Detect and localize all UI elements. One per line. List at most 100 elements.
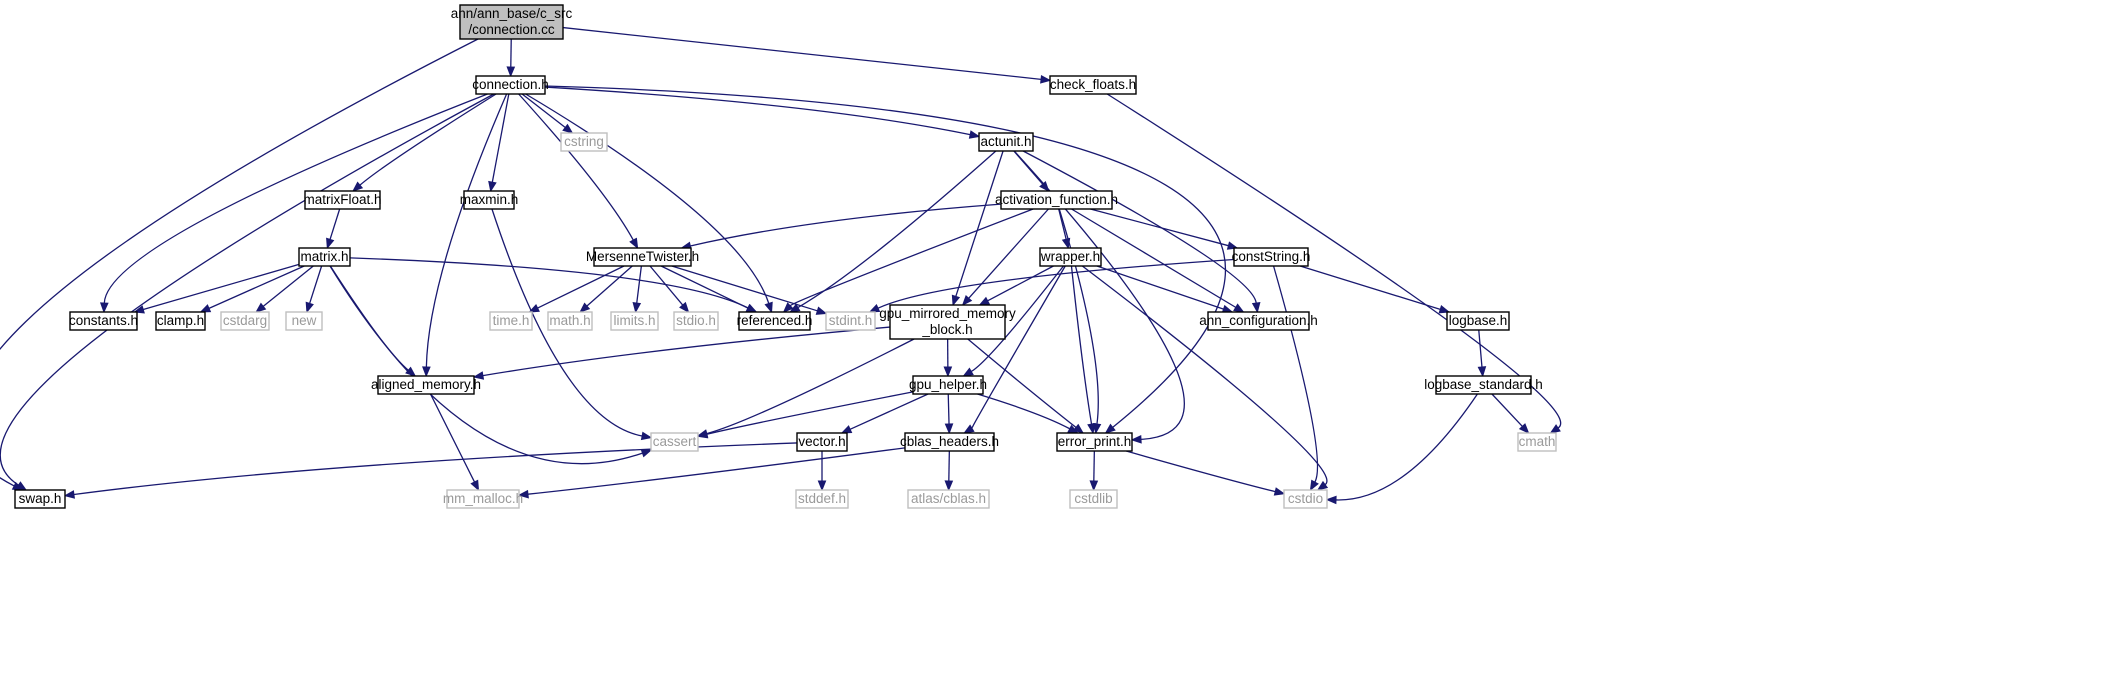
edge-line [544,85,1227,428]
edge-line [1070,265,1093,425]
edge-line [208,265,305,309]
edge-line [143,263,300,311]
edge-MersenneTwister_h-to-math_h [579,265,633,313]
node-check-floats-h[interactable]: check_floats.h [1049,75,1137,95]
node-matrix-h[interactable]: matrix.h [298,247,351,267]
node-gpu-mirrored-memory-block-h[interactable]: gpu_mirrored_memory_block.h [879,304,1016,340]
node-box [1446,311,1510,331]
node-box [304,190,381,210]
node-swap-h[interactable]: swap.h [14,489,66,509]
node-actunit-h[interactable]: actunit.h [978,132,1034,152]
edge-arrowhead [944,423,954,435]
edge-arrowhead [1273,487,1286,496]
node-box [1435,375,1532,395]
edge-arrowhead [422,366,431,378]
edge-arrowhead [488,180,497,193]
edge-aligned_memory_h-to-mm_malloc_h [429,393,480,492]
edge-connection_h-to-cstring [521,93,574,134]
node-box [673,311,719,331]
edge-gpu_helper_h-to-cblas_headers_h [944,393,954,435]
node-vector-h[interactable]: vector.h [796,432,848,452]
node-connection-h[interactable]: connection.h [472,75,549,95]
edge-matrix_h-to-clamp_h [199,265,305,313]
node-cblas-headers-h[interactable]: cblas_headers.h [900,432,999,452]
node-label: ann/ann_base/c_src [451,6,573,21]
edge-arrowhead [326,237,335,250]
node-constants-h[interactable]: constants.h [69,311,138,331]
edge-logbase_standard_h-to-cstdio [1325,393,1478,505]
node-referenced-h[interactable]: referenced.h [737,311,813,331]
edge-arrowhead [764,301,773,314]
edge-line [521,93,566,128]
edge-actunit_h-to-ann_configuration_h [1022,150,1261,314]
edge-activation_function_h-to-ann_configuration_h [1071,208,1245,313]
edge-arrowhead [868,304,881,313]
node-label: cassert [653,434,697,449]
node-label: mm_malloc.h [443,491,523,506]
edge-constString_h-to-logbase_h [1299,265,1451,314]
edge-matrixFloat_h-to-matrix_h [326,208,341,250]
edge-arrowhead [1039,180,1050,193]
edge-arrowhead [782,302,794,313]
edge-wrapper_h-to-gpu_helper_h [962,265,1064,377]
node-cstdarg: cstdarg [220,311,270,331]
edge-actunit_h-to-gpu_mirrored_memory_block_h [951,150,1004,307]
node-MersenneTwister-h[interactable]: MersenneTwister.h [586,247,699,267]
node-logbase-h[interactable]: logbase.h [1446,311,1510,331]
edge-arrowhead [1438,305,1451,314]
edge-check_floats_h-to-cmath [1106,93,1562,434]
node-wrapper-h[interactable]: wrapper.h [1039,247,1102,267]
edge-MersenneTwister_h-to-referenced_h [660,265,758,313]
edge-gpu_helper_h-to-cassert [696,391,914,439]
node-label: gpu_helper.h [909,377,987,392]
edge-line [1096,265,1224,310]
node-cmath: cmath [1517,432,1557,452]
node-box [593,247,692,267]
node-box [14,489,66,509]
edge-arrowhead [15,481,28,491]
edge-line [329,265,643,465]
node-constString-h[interactable]: constString.h [1232,247,1311,267]
edge-maxmin_h-to-cassert [491,208,653,441]
edge-connection_h-to-actunit_h [544,86,981,139]
edge-line [562,26,1042,81]
node-box [738,311,811,331]
node-gpu-helper-h[interactable]: gpu_helper.h [909,375,987,395]
edge-arrowhead [1104,423,1116,434]
node-box [220,311,270,331]
node-box [904,432,995,452]
node-activation-function-h[interactable]: activation_function.h [995,190,1118,210]
node-stdint-h: stdint.h [825,311,876,331]
edge-arrowhead [1087,422,1096,435]
edge-arrowhead [696,429,709,439]
edge-gpu_mirrored_memory_block_h-to-aligned_memory_h [472,326,891,380]
edge-arrowhead [305,301,314,314]
edge-line [1071,208,1237,308]
node-label: check_floats.h [1050,77,1136,92]
node-box [489,311,533,331]
edge-wrapper_h-to-gpu_mirrored_memory_block_h [978,265,1054,306]
node-error-print-h[interactable]: error_print.h [1056,432,1133,452]
edge-arrowhead [632,302,642,314]
edge-matrix_h-to-referenced_h [349,257,758,313]
node-matrixFloat-h[interactable]: matrixFloat.h [303,190,382,210]
node-aligned-memory-h[interactable]: aligned_memory.h [371,375,481,395]
node-logbase-standard-h[interactable]: logbase_standard.h [1424,375,1543,395]
edge-line [544,86,971,136]
edge-line [947,393,950,425]
edge-line [649,265,684,306]
edge-line [0,93,495,486]
node-mm-malloc-h: mm_malloc.h [443,489,523,509]
node-clamp-h[interactable]: clamp.h [155,311,206,331]
node-maxmin-h[interactable]: maxmin.h [460,190,519,210]
node-label: cblas_headers.h [900,434,999,449]
node-root[interactable]: ann/ann_base/c_src/connection.cc [451,4,573,40]
edge-line [586,265,633,307]
edge-gpu_mirrored_memory_block_h-to-gpu_helper_h [943,338,953,378]
node-box [978,132,1034,152]
node-ann-configuration-h[interactable]: ann_configuration.h [1199,311,1318,331]
node-label: swap.h [19,491,62,506]
node-label: _block.h [921,322,972,337]
node-box [1233,247,1309,267]
edge-arrowhead [963,424,975,434]
